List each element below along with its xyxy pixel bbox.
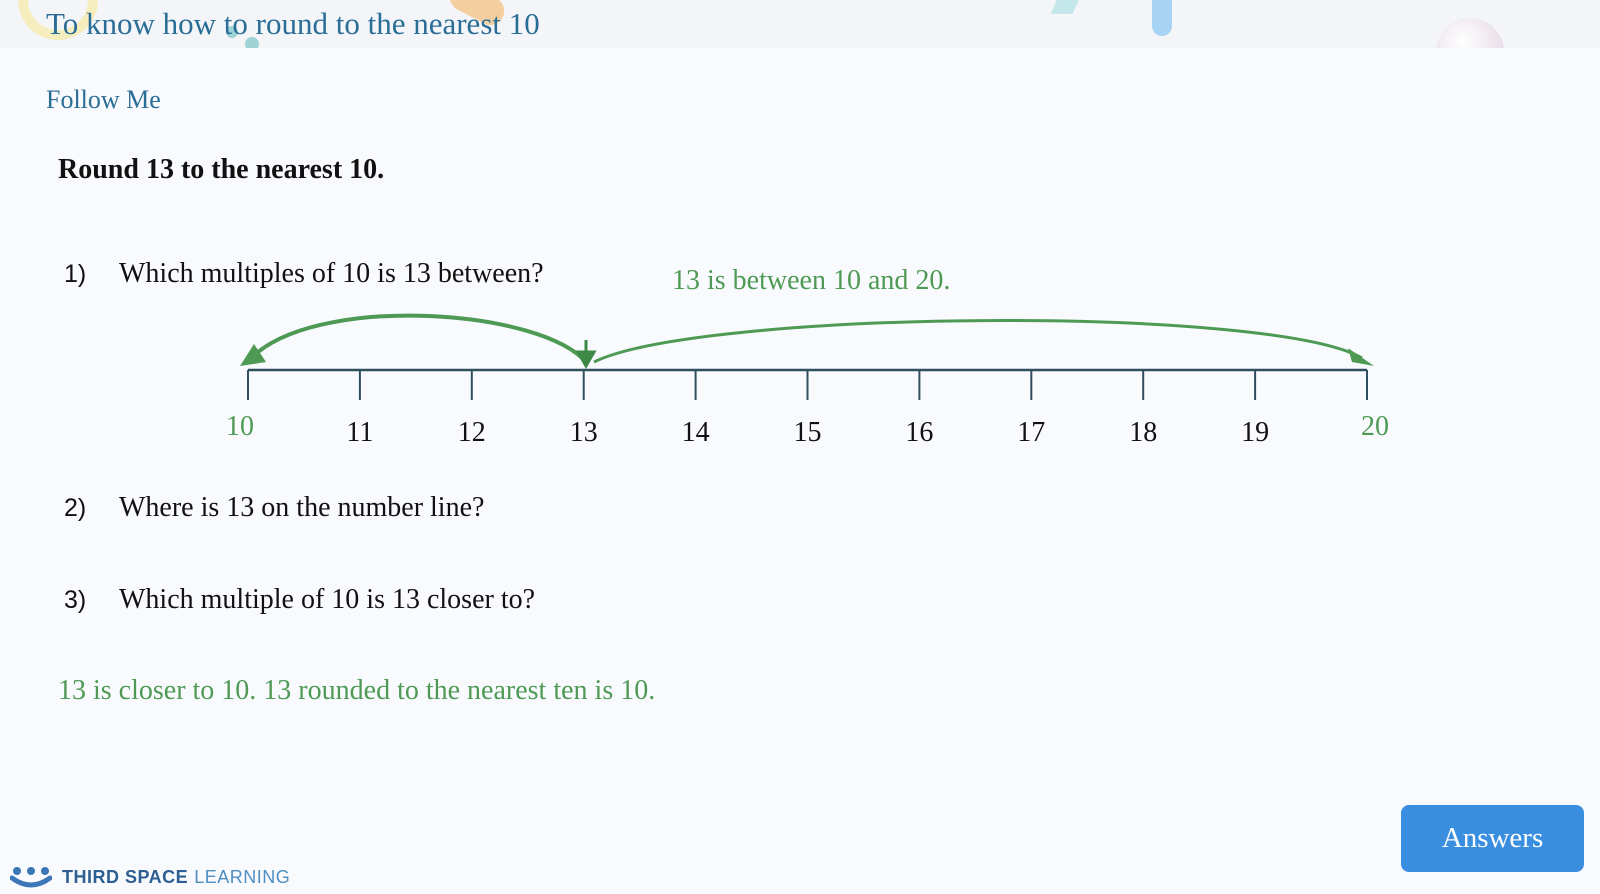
number-line-label: 20: [1361, 411, 1389, 442]
number-line-label: 13: [570, 417, 598, 448]
right-arc-arrow: [593, 319, 1363, 364]
left-arc-arrow: [256, 313, 588, 364]
step-1: 1) Which multiples of 10 is 13 between?: [0, 258, 700, 298]
brand-name-bold: THIRD SPACE: [62, 866, 189, 887]
section-label: Follow Me: [46, 85, 161, 114]
number-line-label: 10: [226, 411, 254, 442]
number-line-label: 17: [1017, 417, 1045, 448]
decorative-blue-shape: [1152, 0, 1172, 36]
number-line-label: 16: [905, 417, 933, 448]
left-arrowhead: [240, 344, 266, 366]
right-arrowhead: [1348, 348, 1374, 366]
decorative-teal-shape: [1050, 0, 1084, 14]
page-title: To know how to round to the nearest 10: [46, 6, 540, 41]
number-line-label: 19: [1241, 417, 1269, 448]
marker-down-arrow: [575, 340, 597, 370]
brand-name-light: LEARNING: [194, 866, 291, 887]
step-text: Which multiple of 10 is 13 closer to?: [119, 584, 536, 615]
number-line-label: 18: [1129, 417, 1157, 448]
step-3-answer: 13 is closer to 10. 13 rounded to the ne…: [58, 675, 656, 706]
number-line-ticks: [247, 370, 1368, 400]
step-number: 3): [64, 586, 87, 614]
header-bar: To know how to round to the nearest 10: [0, 0, 1600, 48]
step-text: Where is 13 on the number line?: [119, 492, 485, 523]
tsl-smile-logo-icon: [10, 867, 52, 888]
question-heading: Round 13 to the nearest 10.: [58, 154, 385, 185]
number-line-labels: 10 11 12 13 14 15 16 17 18 19 20: [226, 411, 1389, 448]
step-number: 2): [64, 494, 87, 522]
step-3: 3) Which multiple of 10 is 13 closer to?: [0, 584, 700, 624]
number-line-label: 11: [346, 417, 373, 448]
brand-logo: THIRD SPACE LEARNING: [10, 864, 290, 890]
number-line: 10 11 12 13 14 15 16 17 18 19 20: [226, 313, 1389, 448]
number-line-label: 14: [682, 417, 710, 448]
number-line-label: 12: [458, 417, 486, 448]
step-text: Which multiples of 10 is 13 between?: [119, 258, 544, 289]
step-2: 2) Where is 13 on the number line?: [0, 492, 700, 532]
decorative-sphere-shape: [1436, 18, 1504, 48]
step-1-answer: 13 is between 10 and 20.: [672, 265, 951, 296]
step-number: 1): [64, 260, 87, 288]
answers-button[interactable]: Answers: [1401, 805, 1584, 872]
number-line-label: 15: [794, 417, 822, 448]
decorative-dots-shape: [226, 26, 259, 48]
